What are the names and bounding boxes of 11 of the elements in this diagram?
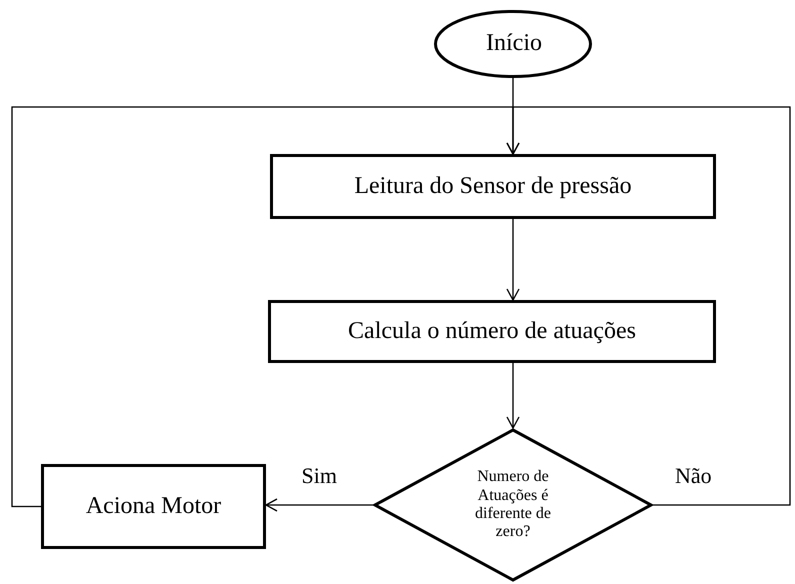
decision-text: Numero de Atuações é diferente de zero? (474, 468, 552, 542)
arrow (506, 219, 520, 301)
process-box: Aciona Motor (41, 464, 266, 549)
start-ellipse (434, 10, 592, 78)
decision-diamond (372, 428, 654, 582)
process-box: Calcula o número de atuações (268, 300, 716, 363)
arrow (265, 498, 373, 512)
arrow (506, 106, 791, 506)
arrow (506, 363, 520, 429)
process-box: Leitura do Sensor de pressão (270, 154, 716, 219)
start-label: Início (486, 30, 542, 58)
